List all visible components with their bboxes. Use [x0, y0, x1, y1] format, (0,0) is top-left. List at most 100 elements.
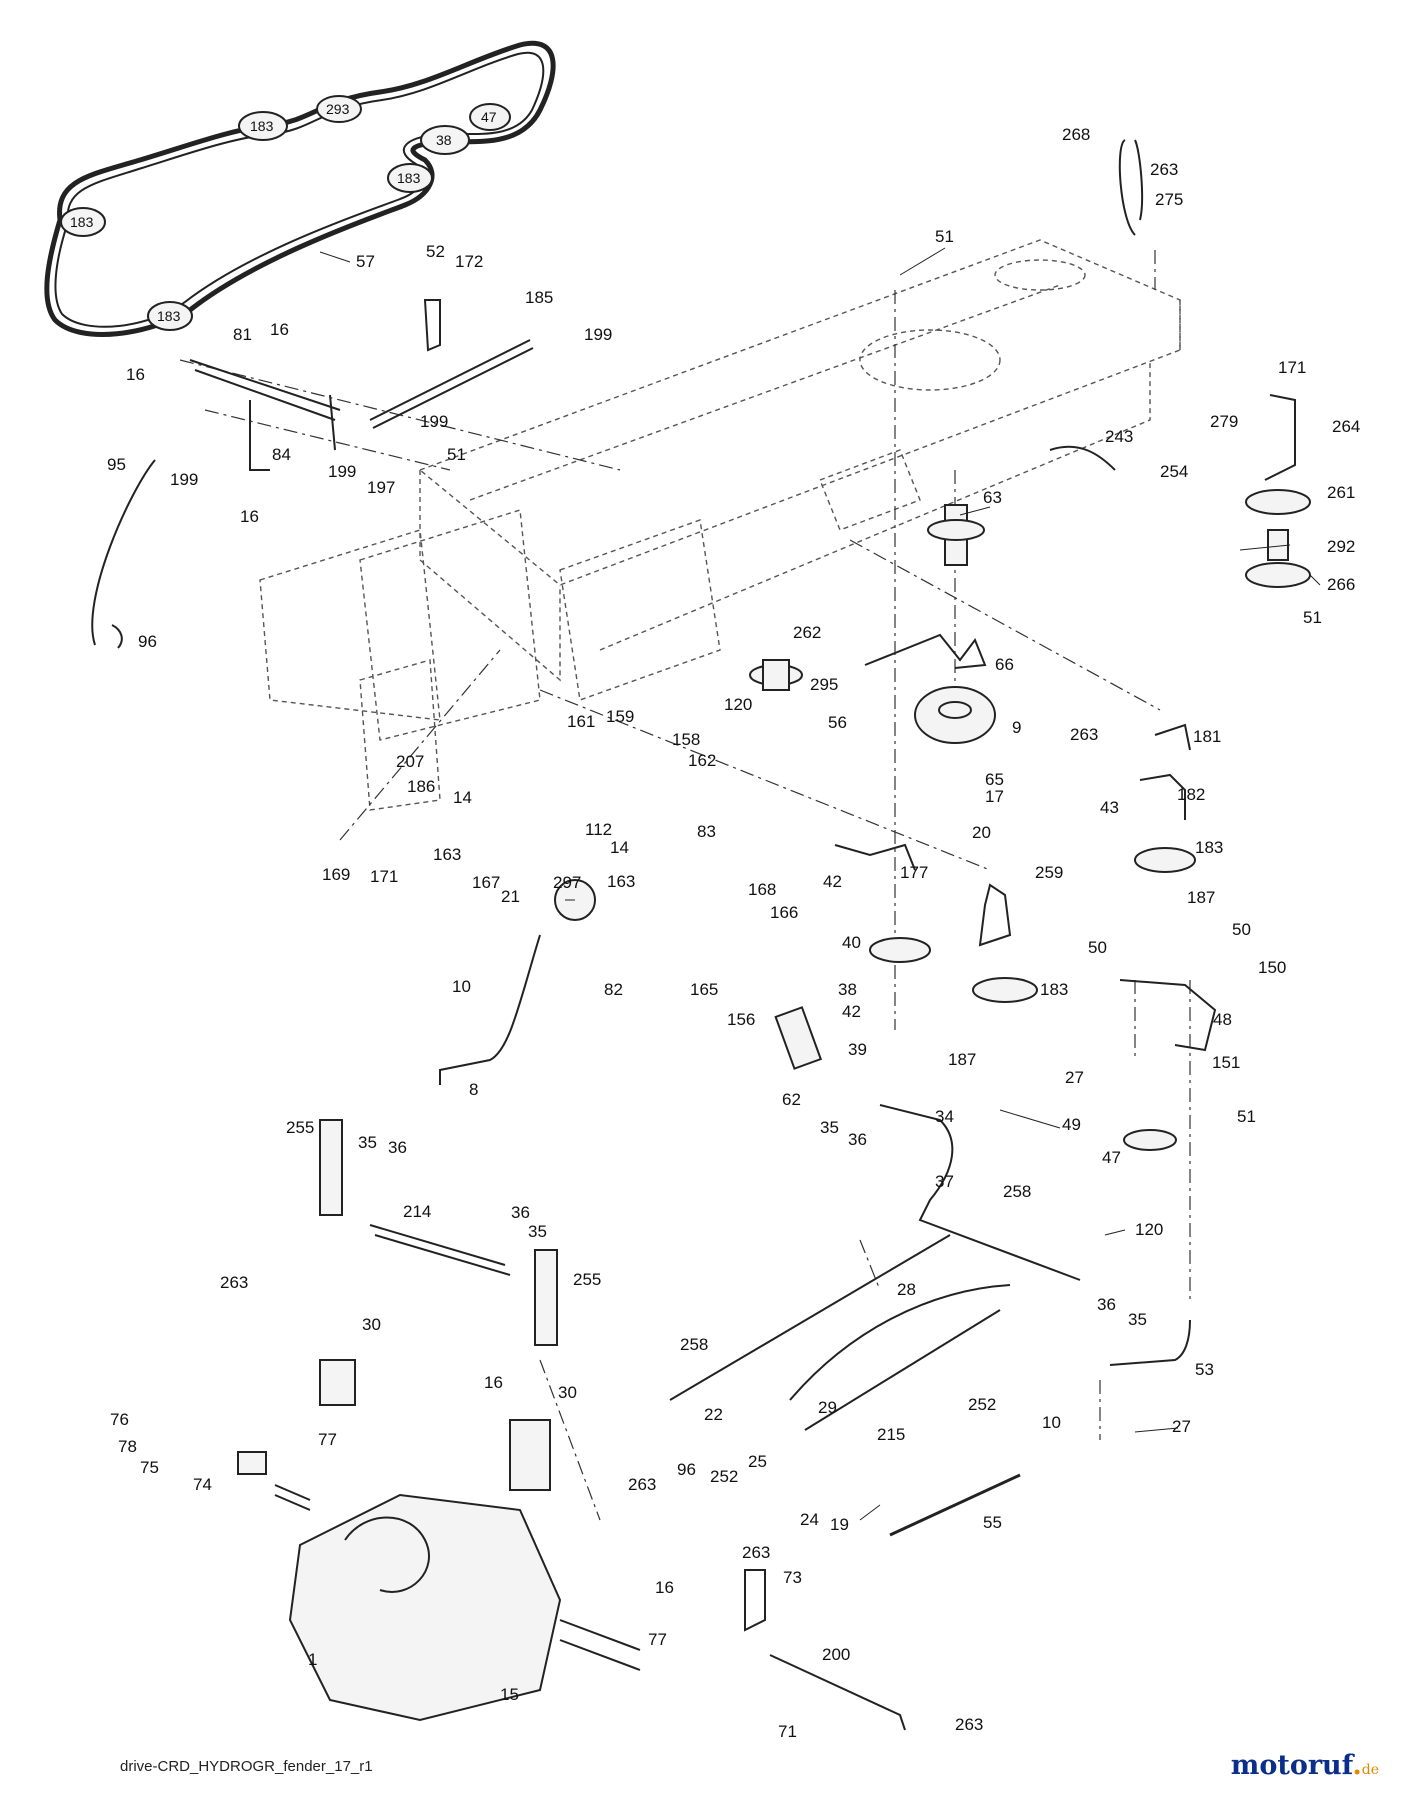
callout: 27: [1065, 1068, 1084, 1087]
callout: 76: [110, 1410, 129, 1429]
callout: 199: [170, 470, 198, 489]
callout: 120: [1135, 1220, 1163, 1239]
callout: 171: [370, 867, 398, 886]
callout: 264: [1332, 417, 1360, 436]
belt-pulley: 183: [387, 163, 433, 193]
callout: 197: [367, 478, 395, 497]
callout: 43: [1100, 798, 1119, 817]
callout: 65: [985, 770, 1004, 789]
callout: 36: [1097, 1295, 1116, 1314]
callout: 263: [220, 1273, 248, 1292]
callout: 159: [606, 707, 634, 726]
callout: 275: [1155, 190, 1183, 209]
callout: 15: [500, 1685, 519, 1704]
brand-main: motoruf: [1230, 1750, 1353, 1781]
callout: 16: [240, 507, 259, 526]
callout: 169: [322, 865, 350, 884]
callout: 74: [193, 1475, 212, 1494]
callout: 14: [610, 838, 629, 857]
parts: [91, 139, 1311, 1731]
leader-lines: [319, 247, 1321, 1521]
callout: 263: [955, 1715, 983, 1734]
callout: 150: [1258, 958, 1286, 977]
callout: 48: [1213, 1010, 1232, 1029]
callout: 96: [138, 632, 157, 651]
callout: 199: [420, 412, 448, 431]
callout: 252: [710, 1467, 738, 1486]
callout: 37: [935, 1172, 954, 1191]
callout: 36: [848, 1130, 867, 1149]
callout: 112: [585, 820, 612, 839]
callout: 28: [897, 1280, 916, 1299]
callout: 42: [842, 1002, 861, 1021]
callout: 156: [727, 1010, 755, 1029]
callout: 16: [270, 320, 289, 339]
callout: 207: [396, 752, 424, 771]
callout: 1: [308, 1650, 317, 1669]
callout: 266: [1327, 575, 1355, 594]
drive-belt: 183 183 293 47 38 183 183: [44, 40, 556, 337]
callout: 185: [525, 288, 553, 307]
callout: 39: [848, 1040, 867, 1059]
callout: 53: [1195, 1360, 1214, 1379]
callout: 171: [1278, 358, 1306, 377]
callout: 51: [1303, 608, 1322, 627]
callout: 47: [1102, 1148, 1121, 1167]
callout: 36: [511, 1203, 530, 1222]
callout: 77: [318, 1430, 337, 1449]
svg-text:183: 183: [157, 308, 181, 324]
callout: 177: [900, 863, 928, 882]
callout: 167: [472, 873, 500, 892]
callout: 162: [688, 751, 716, 770]
callout: 34: [935, 1107, 954, 1126]
svg-text:293: 293: [326, 101, 350, 117]
drawing-reference: drive-CRD_HYDROGR_fender_17_r1: [120, 1758, 373, 1775]
callout: 10: [452, 977, 471, 996]
callout: 35: [820, 1118, 839, 1137]
callout: 8: [469, 1080, 478, 1099]
callout: 51: [935, 227, 954, 246]
callout: 261: [1327, 483, 1355, 502]
callout: 40: [842, 933, 861, 952]
callout: 163: [607, 872, 635, 891]
callout: 95: [107, 455, 126, 474]
callout: 19: [830, 1515, 849, 1534]
callout: 292: [1327, 537, 1355, 556]
callout: 181: [1193, 727, 1221, 746]
callout: 20: [972, 823, 991, 842]
callout: 259: [1035, 863, 1063, 882]
callout: 255: [573, 1270, 601, 1289]
callout: 199: [328, 462, 356, 481]
svg-text:183: 183: [397, 170, 421, 186]
callout: 66: [995, 655, 1014, 674]
belt-pulley: 47: [469, 103, 511, 131]
callout: 263: [1150, 160, 1178, 179]
callout: 38: [838, 980, 857, 999]
callout: 49: [1062, 1115, 1081, 1134]
callout: 163: [433, 845, 461, 864]
svg-text:38: 38: [436, 132, 452, 148]
callout: 199: [584, 325, 612, 344]
callout: 84: [272, 445, 291, 464]
callout: 279: [1210, 412, 1238, 431]
callout: 50: [1232, 920, 1251, 939]
chassis-frame: [259, 239, 1181, 811]
belt-pulley: 293: [316, 95, 362, 123]
callout: 24: [800, 1510, 819, 1529]
callout: 35: [358, 1133, 377, 1152]
callout: 243: [1105, 427, 1133, 446]
belt-pulley: 38: [420, 125, 470, 155]
brand-dot: .: [1352, 1750, 1362, 1781]
callout: 161: [567, 712, 595, 731]
callout: 82: [604, 980, 623, 999]
callout: 165: [690, 980, 718, 999]
callout: 17: [985, 787, 1004, 806]
callout: 55: [983, 1513, 1002, 1532]
callout: 258: [680, 1335, 708, 1354]
callout: 25: [748, 1452, 767, 1471]
callout: 168: [748, 880, 776, 899]
assembly-lines: [179, 250, 1191, 1521]
callout: 10: [1042, 1413, 1061, 1432]
callout: 151: [1212, 1053, 1240, 1072]
